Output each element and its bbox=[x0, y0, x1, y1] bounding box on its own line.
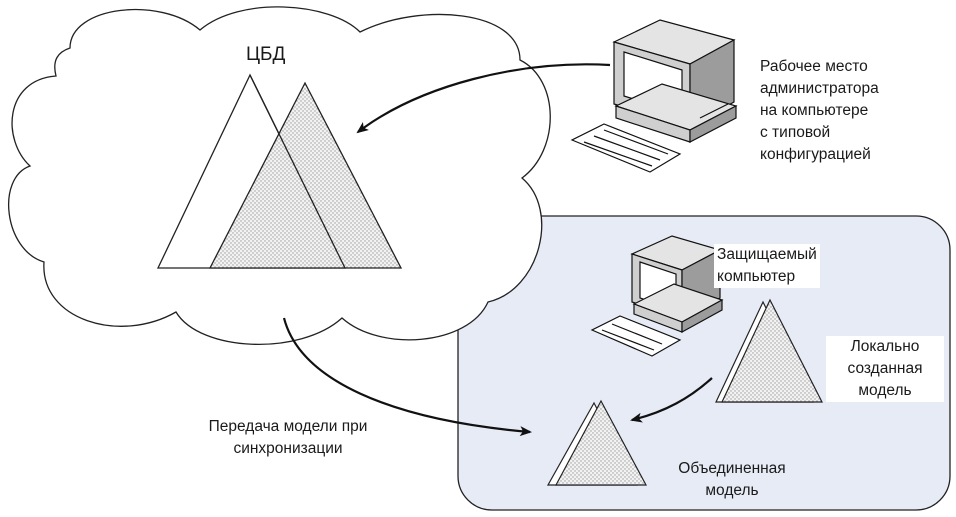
merged-model-label: Объединенная модель bbox=[678, 460, 786, 499]
sync-transfer-label: Передача модели при синхронизации bbox=[208, 418, 368, 457]
merged-model-triangle-front bbox=[554, 399, 648, 486]
protected-computer-label: Защищаемый компьютер bbox=[714, 244, 820, 288]
local-model-label: Локально созданная модель bbox=[826, 336, 944, 402]
local-model-triangle-front bbox=[721, 298, 823, 403]
protected-computer-icon bbox=[590, 235, 724, 357]
cloud-dotted-triangle bbox=[208, 81, 403, 269]
arrow-local-to-merged bbox=[630, 377, 713, 423]
arrow-admin-to-cloud bbox=[356, 63, 611, 134]
arrow-cloud-to-merged bbox=[282, 317, 532, 437]
cloud-triangle-overlap-edge bbox=[249, 74, 346, 269]
cloud-label: ЦБД bbox=[246, 44, 286, 65]
admin-computer-icon bbox=[570, 19, 738, 173]
admin-workstation-label: Рабочее место администратора на компьюте… bbox=[760, 58, 879, 163]
